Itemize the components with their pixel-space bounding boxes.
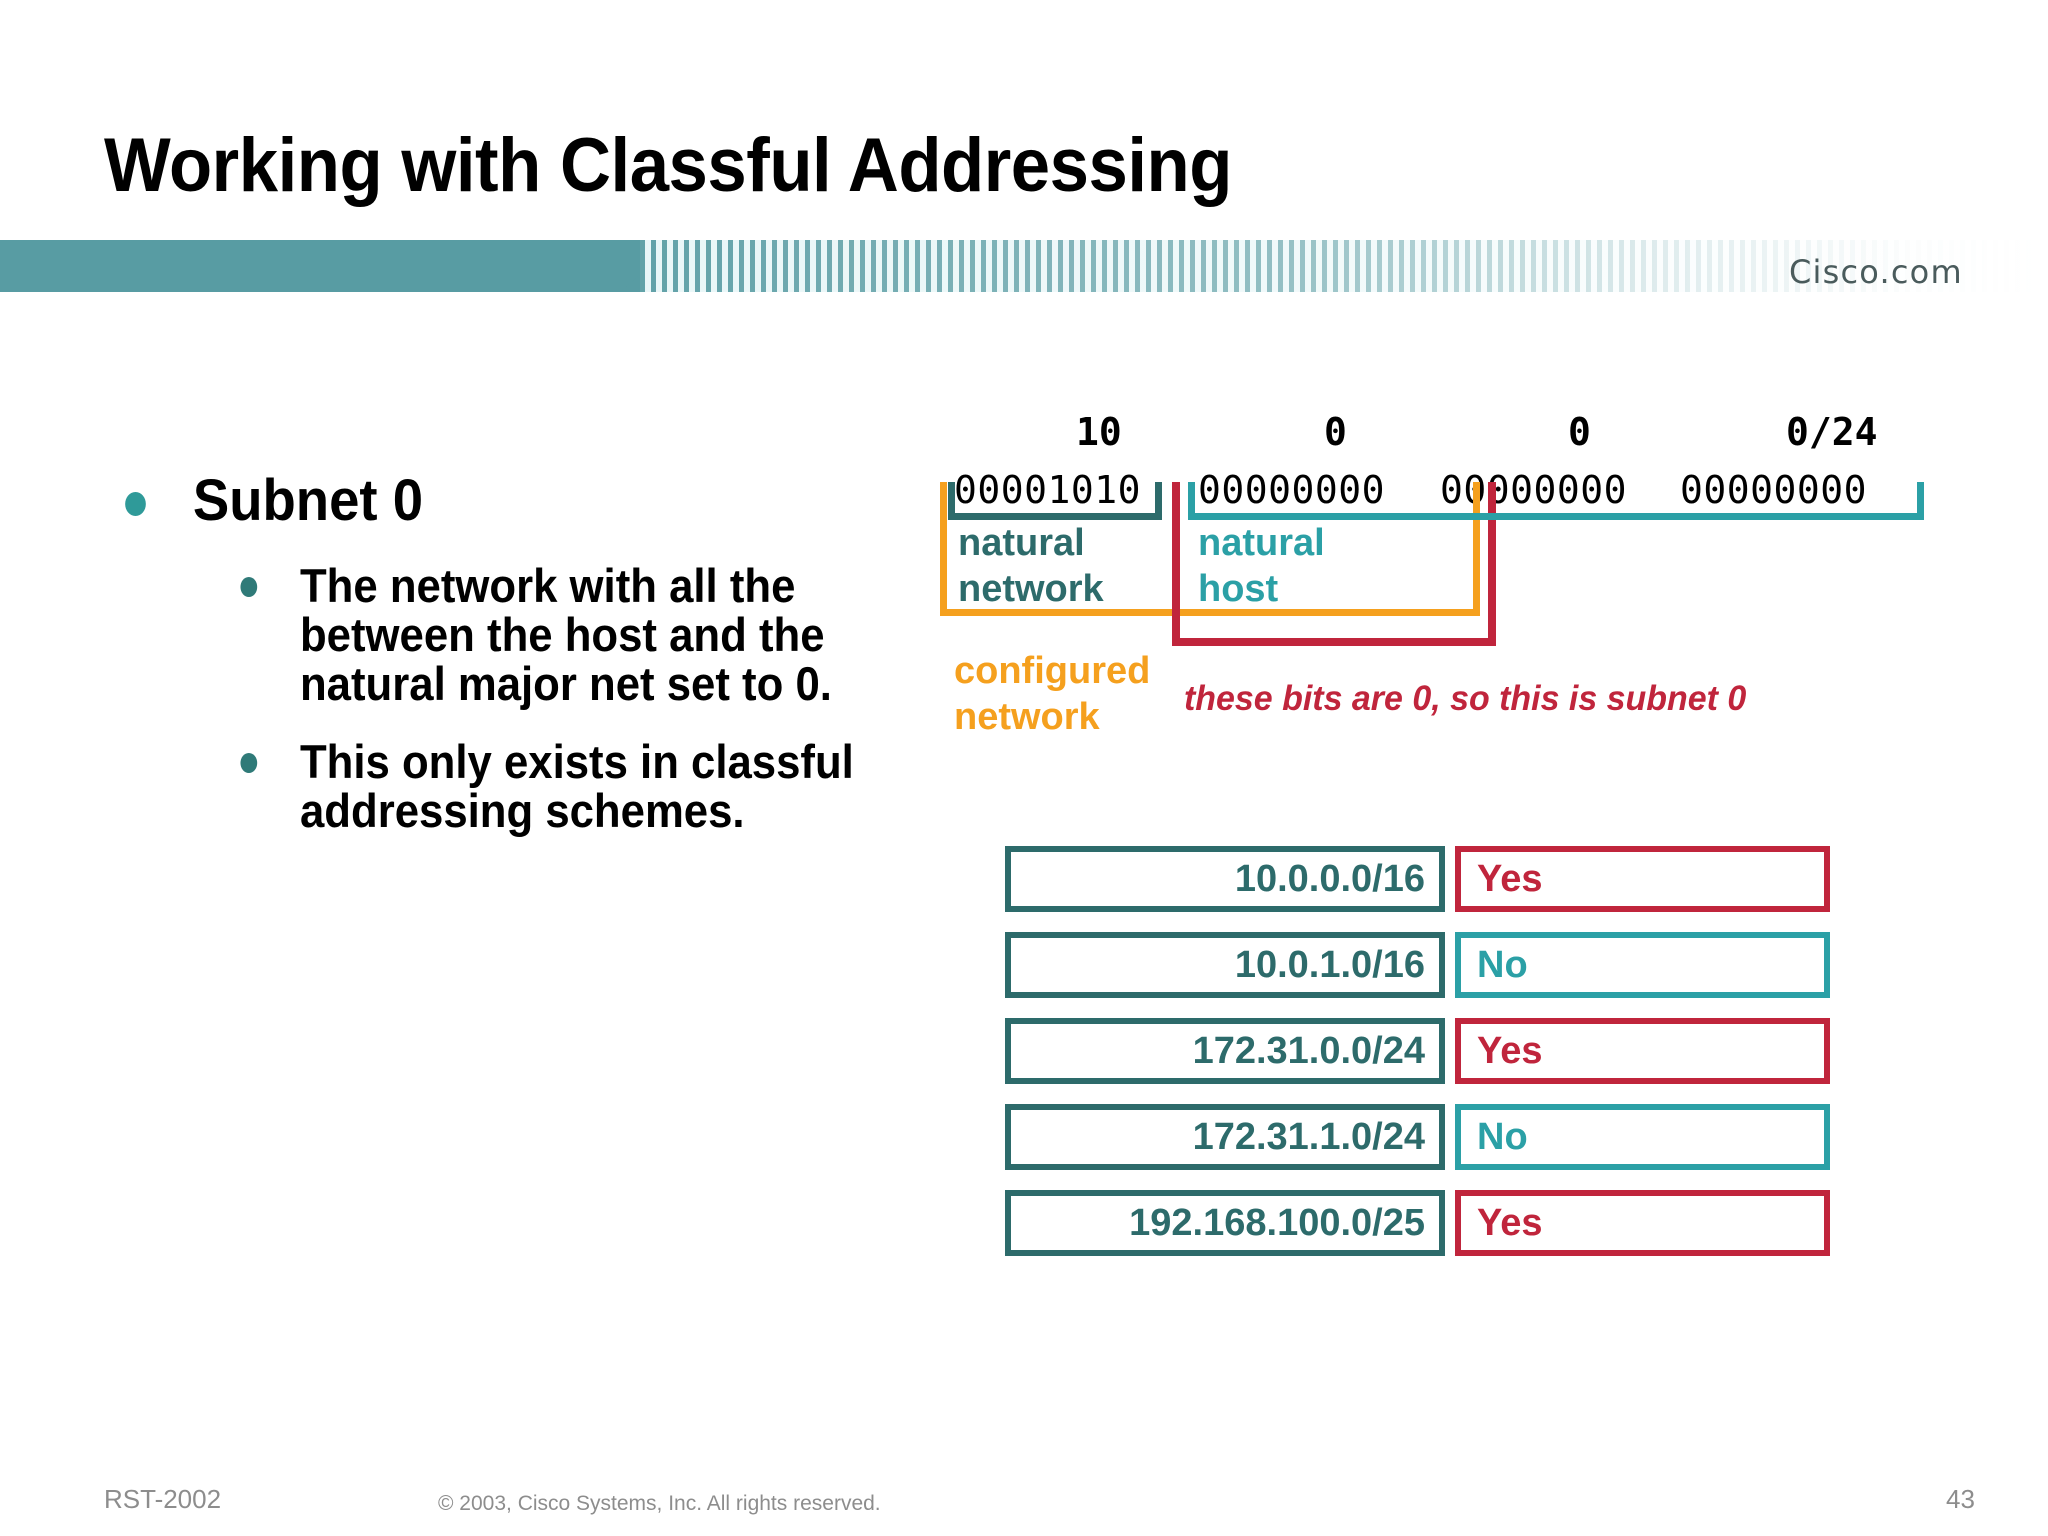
octet-label-3: 0 bbox=[1568, 410, 1591, 454]
table-cell-answer: No bbox=[1455, 1104, 1830, 1170]
natural-network-bracket bbox=[948, 482, 1162, 520]
bullet-dot-icon bbox=[240, 752, 258, 773]
legend-natural-network: natural network bbox=[958, 520, 1104, 613]
page-title: Working with Classful Addressing bbox=[104, 123, 1232, 208]
octet-label-4: 0/24 bbox=[1786, 410, 1878, 454]
table-cell-answer: Yes bbox=[1455, 1190, 1830, 1256]
table-cell-address: 172.31.1.0/24 bbox=[1005, 1104, 1445, 1170]
legend-configured-network: configured network bbox=[954, 648, 1150, 741]
header-solid-block bbox=[0, 240, 660, 292]
header-stripe-pattern bbox=[640, 240, 2048, 292]
subnet-bits-bracket bbox=[1172, 482, 1496, 646]
cisco-brand-logo: Cisco.com bbox=[1789, 253, 1963, 291]
table-cell-address: 10.0.0.0/16 bbox=[1005, 846, 1445, 912]
table-cell-address: 172.31.0.0/24 bbox=[1005, 1018, 1445, 1084]
table-cell-answer: Yes bbox=[1455, 846, 1830, 912]
legend-configured-network-line2: network bbox=[954, 696, 1100, 739]
bullet-dot-icon bbox=[125, 492, 146, 516]
subnet-zero-annotation: these bits are 0, so this is subnet 0 bbox=[1184, 679, 1747, 718]
bullet-list: Subnet 0 The network with all the betwee… bbox=[112, 468, 942, 837]
bullet-level1-label: Subnet 0 bbox=[192, 468, 424, 533]
legend-natural-network-line1: natural bbox=[958, 522, 1085, 564]
bullet-level2-item-2: This only exists in classful addressing … bbox=[220, 734, 891, 837]
legend-natural-host-line2: host bbox=[1198, 568, 1279, 611]
octet-label-2: 0 bbox=[1324, 410, 1347, 454]
header-bar bbox=[0, 240, 2048, 292]
bullet-dot-icon bbox=[240, 576, 258, 597]
natural-host-bracket bbox=[1188, 482, 1924, 520]
legend-configured-network-line1: configured bbox=[954, 650, 1151, 692]
legend-natural-host-line1: natural bbox=[1198, 522, 1325, 564]
bullet-level1-subnet-0: Subnet 0 bbox=[112, 468, 892, 533]
configured-network-bracket bbox=[940, 482, 1480, 616]
bullet-level2-label: This only exists in classful addressing … bbox=[299, 734, 854, 837]
table-cell-answer: No bbox=[1455, 932, 1830, 998]
octet-bits-4: 00000000 bbox=[1680, 468, 1868, 512]
table-cell-address: 10.0.1.0/16 bbox=[1005, 932, 1445, 998]
footer-page-number: 43 bbox=[1946, 1484, 1975, 1514]
bullet-level2-item-1: The network with all the between the hos… bbox=[220, 561, 891, 709]
table-cell-address: 192.168.100.0/25 bbox=[1005, 1190, 1445, 1256]
address-bit-diagram: 10 0 0 0/24 00001010 00000000 00000000 0… bbox=[940, 410, 1960, 750]
bullet-level2-label: The network with all the between the hos… bbox=[299, 558, 832, 711]
footer-course-code: RST-2002 bbox=[104, 1484, 222, 1514]
octet-bits-1: 00001010 bbox=[954, 468, 1142, 512]
octet-bits-3: 00000000 bbox=[1440, 468, 1628, 512]
table-cell-answer: Yes bbox=[1455, 1018, 1830, 1084]
legend-natural-network-line2: network bbox=[958, 568, 1104, 611]
footer-copyright: © 2003, Cisco Systems, Inc. All rights r… bbox=[438, 1492, 881, 1515]
octet-label-1: 10 bbox=[1076, 410, 1122, 454]
octet-bits-2: 00000000 bbox=[1198, 468, 1386, 512]
legend-natural-host: natural host bbox=[1198, 520, 1325, 613]
